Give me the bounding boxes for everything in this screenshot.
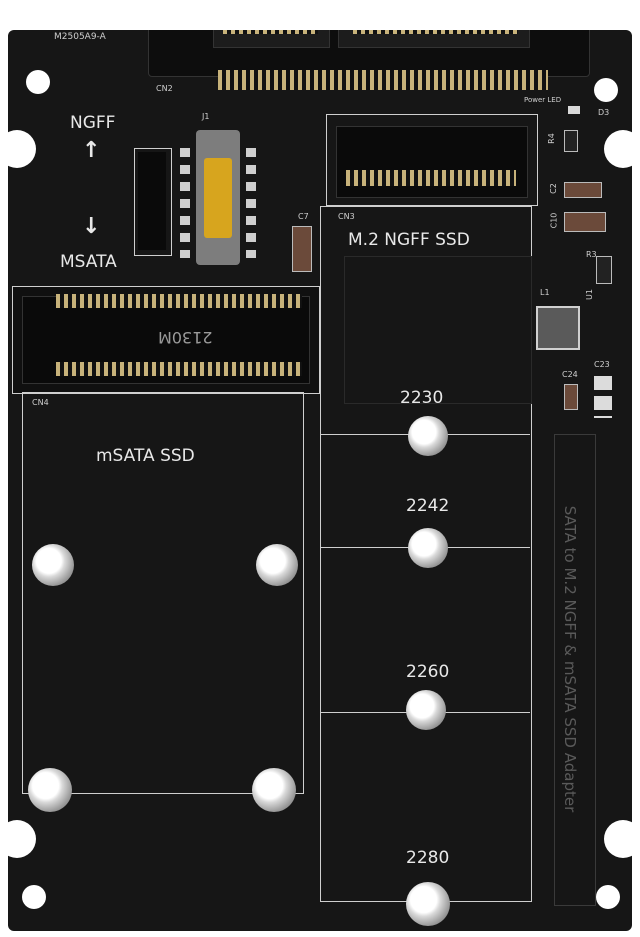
corner-hole-top-left [26, 70, 50, 94]
up-arrow-icon: ↑ [82, 138, 101, 163]
sata-data-block [338, 30, 530, 48]
standoff-2230 [408, 416, 448, 456]
capacitor-c10 [564, 212, 606, 232]
standoff-2260 [406, 690, 446, 730]
sata-power-block [213, 30, 330, 48]
standoff-2280 [406, 882, 450, 926]
side-adapter-text: SATA to M.2 NGFF & mSATA SSD Adapter [561, 505, 579, 813]
size-label-2242: 2242 [406, 496, 450, 516]
msata-switch-label: MSATA [60, 252, 117, 272]
c2-label: C2 [548, 183, 558, 194]
sata-data-pins [353, 30, 518, 34]
d3-label: D3 [598, 108, 610, 117]
down-arrow-icon: ↓ [82, 214, 101, 239]
u1-label: U1 [584, 289, 594, 300]
msata-top-pins [56, 294, 302, 308]
c24-label: C24 [562, 370, 578, 379]
side-text-outline [554, 434, 596, 906]
ngff-label: NGFF [70, 113, 116, 133]
switch-body [138, 152, 166, 250]
jumper-cap [204, 158, 232, 238]
chip-marking: 2130M [158, 328, 213, 347]
size-label-2260: 2260 [406, 662, 450, 682]
m2-chip-area [344, 256, 532, 404]
power-led [568, 106, 580, 114]
left-bottom-notch [8, 820, 36, 858]
jumper-pads-left [180, 148, 190, 258]
capacitor-c23 [594, 376, 612, 418]
size-label-2280: 2280 [406, 848, 450, 868]
c7-label: C7 [298, 212, 309, 221]
m2-ngff-ssd-label: M.2 NGFF SSD [348, 230, 470, 250]
m2-connector-outline [326, 114, 538, 206]
inductor-l1 [536, 306, 580, 350]
m2-connector-pins [346, 170, 516, 186]
jumper-pads-right [246, 148, 256, 258]
right-top-notch [604, 130, 632, 168]
cn2-label: CN2 [156, 84, 173, 93]
msata-standoff-right [252, 768, 296, 812]
corner-hole-bottom-right [596, 885, 620, 909]
msata-hole-right [256, 544, 298, 586]
r4-label: R4 [546, 133, 556, 144]
c23-label: C23 [594, 360, 610, 369]
power-led-label: Power LED [524, 96, 562, 104]
capacitor-c2 [564, 182, 602, 198]
cn4-label: CN4 [32, 398, 49, 407]
m2-connector [336, 126, 528, 198]
j1-label: J1 [202, 112, 210, 121]
left-top-notch [8, 130, 36, 168]
msata-ssd-label: mSATA SSD [96, 446, 195, 466]
msata-standoff-left [28, 768, 72, 812]
adapter-board: M2505A9-A CN2 Power LED D3 NGFF ↑ ↓ MSAT… [8, 30, 632, 931]
cn3-label: CN3 [338, 212, 355, 221]
msata-bottom-pins [56, 362, 302, 376]
sata-power-pins [223, 30, 318, 34]
msata-slot-outline [22, 392, 304, 794]
resistor-r3 [596, 256, 612, 284]
sata-solder-pins [218, 70, 548, 90]
right-bottom-notch [604, 820, 632, 858]
size-label-2230: 2230 [400, 388, 444, 408]
part-number-label: M2505A9-A [54, 32, 106, 42]
msata-hole-left [32, 544, 74, 586]
switch-outline [134, 148, 172, 256]
c10-label: C10 [549, 212, 559, 229]
standoff-2242 [408, 528, 448, 568]
resistor-r4 [564, 130, 578, 152]
corner-hole-top-right [594, 78, 618, 102]
corner-hole-bottom-left [22, 885, 46, 909]
capacitor-c24 [564, 384, 578, 410]
capacitor-c7 [292, 226, 312, 272]
l1-label: L1 [540, 288, 550, 297]
r3-label: R3 [586, 250, 597, 259]
